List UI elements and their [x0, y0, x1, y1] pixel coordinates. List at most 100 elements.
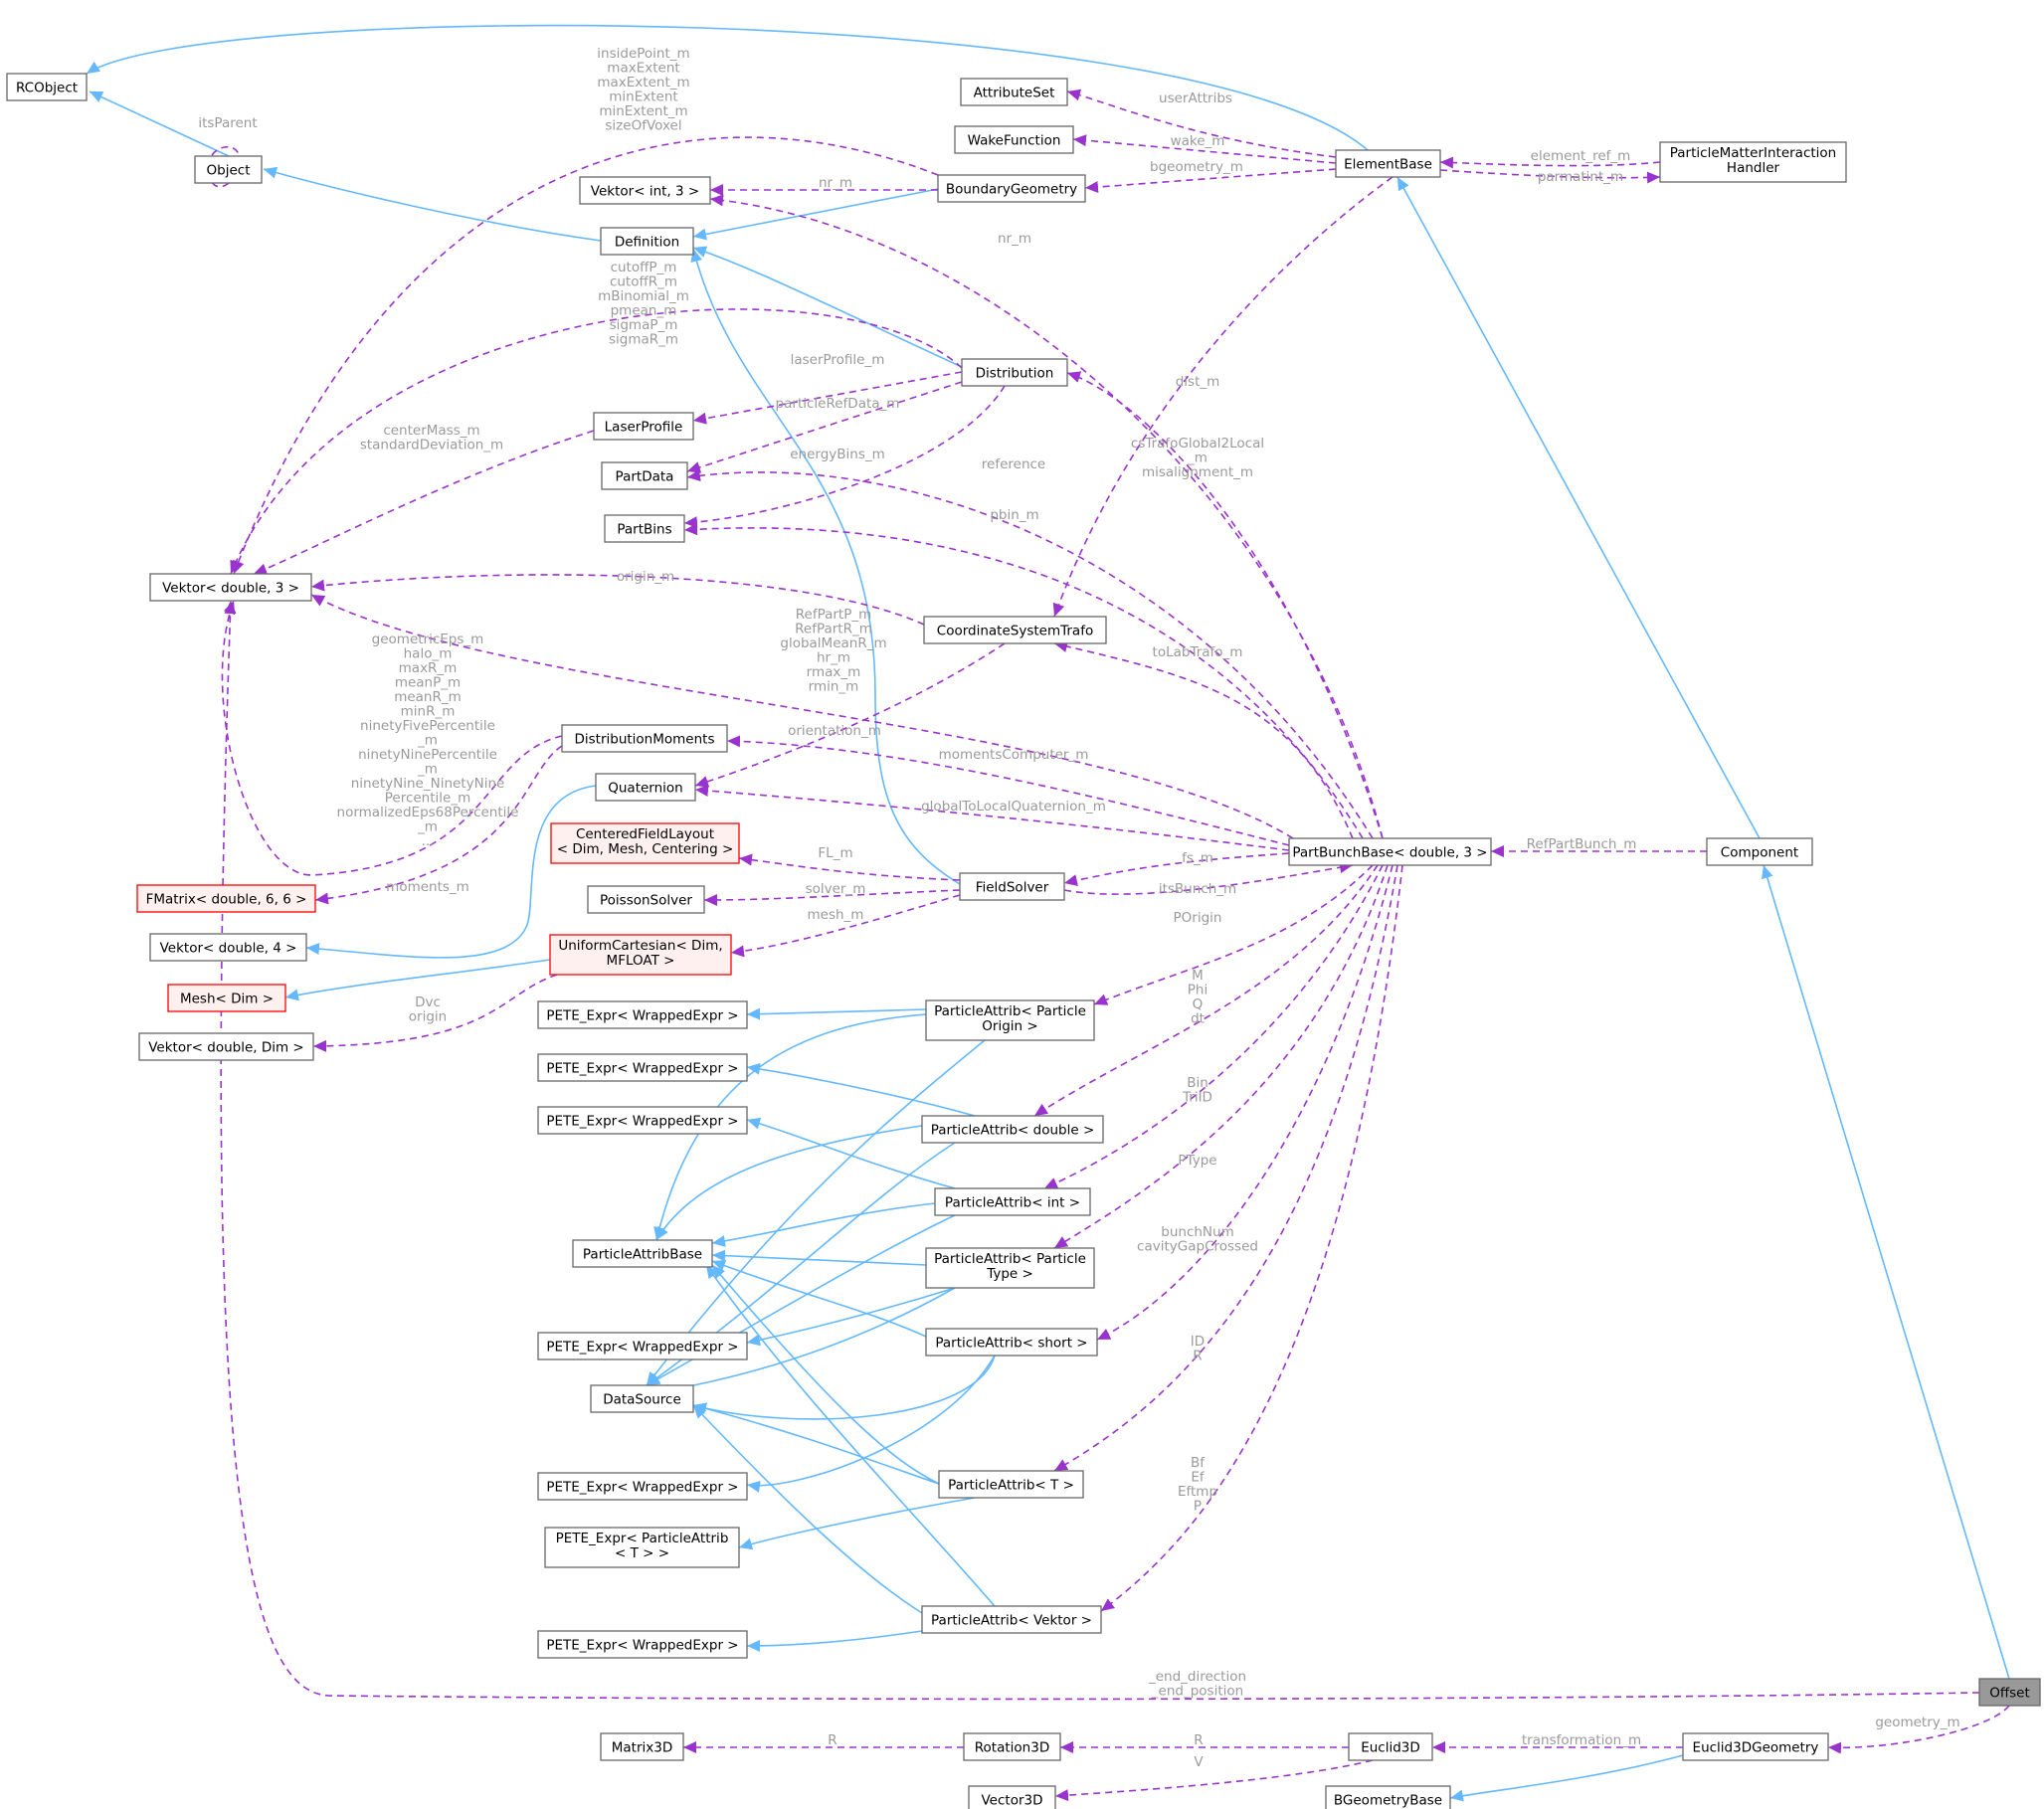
node-pashort[interactable]: ParticleAttrib< short > [925, 1328, 1098, 1357]
node-box [968, 1785, 1056, 1809]
node-pete3[interactable]: PETE_Expr< WrappedExpr > [537, 1106, 748, 1135]
node-padouble[interactable]: ParticleAttrib< double > [921, 1115, 1104, 1144]
node-matrix3-d[interactable]: Matrix3D [600, 1732, 684, 1761]
node-rcobject[interactable]: RCObject [6, 73, 88, 101]
node-box [550, 822, 740, 864]
node-pete2[interactable]: PETE_Expr< WrappedExpr > [537, 1053, 748, 1082]
node-part-data[interactable]: PartData [601, 461, 688, 490]
inheritance-edge-64 [711, 1264, 940, 1485]
inheritance-edge-14 [692, 246, 963, 368]
node-distribution[interactable]: Distribution [961, 358, 1068, 387]
node-pete6[interactable]: PETE_Expr< WrappedExpr > [537, 1630, 748, 1659]
node-box [959, 872, 1065, 901]
node-definition[interactable]: Definition [600, 227, 694, 256]
node-box [549, 934, 732, 976]
node-pete4[interactable]: PETE_Expr< WrappedExpr > [537, 1332, 748, 1360]
node-fmatrix[interactable]: FMatrix< double, 6, 6 > [136, 884, 316, 913]
node-vektor-int3[interactable]: Vektor< int, 3 > [579, 176, 711, 205]
node-paint[interactable]: ParticleAttrib< int > [934, 1187, 1091, 1216]
node-offset[interactable]: Offset [1978, 1678, 2041, 1707]
node-box [961, 358, 1068, 387]
node-label: < T > > [615, 1545, 669, 1561]
node-attribute-set[interactable]: AttributeSet [960, 78, 1068, 106]
node-data-source[interactable]: DataSource [590, 1384, 694, 1413]
node-vektor-double4[interactable]: Vektor< double, 4 > [149, 933, 307, 962]
node-mesh-dim[interactable]: Mesh< Dim > [167, 984, 286, 1012]
node-label: ParticleAttrib< short > [935, 1336, 1087, 1352]
edge-label-v-euc: V [1194, 1754, 1204, 1770]
node-centered-field-layout[interactable]: CenteredFieldLayout< Dim, Mesh, Centerin… [550, 822, 740, 864]
node-particle-attrib-base[interactable]: ParticleAttribBase [572, 1239, 713, 1268]
node-box [149, 933, 307, 962]
edge-label-transformation-m: transformation_m [1522, 1732, 1641, 1748]
node-field-solver[interactable]: FieldSolver [959, 872, 1065, 901]
node-boundary-geometry[interactable]: BoundaryGeometry [937, 174, 1086, 203]
edge-label-pbin-m: pbin_m [990, 507, 1038, 523]
node-rotation3-d[interactable]: Rotation3D [963, 1732, 1061, 1761]
node-euclid3-dgeometry[interactable]: Euclid3DGeometry [1682, 1732, 1829, 1761]
node-petepat[interactable]: PETE_Expr< ParticleAttrib< T > > [544, 1527, 740, 1568]
node-uniform-cartesian[interactable]: UniformCartesian< Dim,MFLOAT > [549, 934, 732, 976]
node-part-bins[interactable]: PartBins [604, 514, 685, 543]
node-euclid3-d[interactable]: Euclid3D [1348, 1732, 1433, 1761]
node-box [544, 1527, 740, 1568]
usage-edge-41 [1093, 864, 1374, 1005]
usage-edge-45 [1096, 864, 1394, 1341]
node-label: ParticleMatterInteraction [1670, 145, 1836, 161]
node-vektor-double3[interactable]: Vektor< double, 3 > [149, 573, 312, 602]
node-quaternion[interactable]: Quaternion [595, 773, 696, 802]
node-wake-function[interactable]: WakeFunction [954, 125, 1074, 154]
node-distribution-moments[interactable]: DistributionMoments [561, 724, 728, 753]
edge-label-dist-m: dist_m [1176, 374, 1220, 390]
usage-edge-22 [686, 469, 1374, 839]
node-label: Origin > [982, 1018, 1037, 1034]
inheritance-edge-4 [692, 188, 939, 241]
node-part-bunch-base[interactable]: PartBunchBase< double, 3 > [1288, 837, 1492, 866]
node-label: < Dim, Mesh, Centering > [557, 841, 734, 857]
node-pavektor[interactable]: ParticleAttrib< Vektor > [921, 1605, 1102, 1634]
usage-edge-19 [683, 385, 1006, 529]
node-poisson-solver[interactable]: PoissonSolver [587, 885, 705, 914]
node-box [1978, 1678, 2041, 1707]
edge-label-its-bunch-m: itsBunch_m [1159, 881, 1236, 897]
node-vektor-double-dim[interactable]: Vektor< double, Dim > [138, 1032, 314, 1061]
node-label: PETE_Expr< WrappedExpr > [546, 1638, 738, 1654]
node-element-base[interactable]: ElementBase [1335, 149, 1441, 178]
edge-label-geometry-m: geometry_m [1875, 1715, 1959, 1730]
node-coordinate-system-trafo[interactable]: CoordinateSystemTrafo [923, 616, 1107, 644]
usage-edge-37 [730, 894, 961, 958]
node-pat[interactable]: ParticleAttrib< T > [938, 1470, 1084, 1499]
node-label: ParticleAttrib< Particle [934, 1251, 1086, 1267]
node-box [923, 616, 1107, 644]
usage-edge-26 [310, 594, 1294, 839]
node-laser-profile[interactable]: LaserProfile [593, 412, 694, 441]
node-bgeometry-base[interactable]: BGeometryBase [1325, 1785, 1451, 1809]
node-label: ParticleAttrib< double > [931, 1123, 1095, 1139]
usage-edge-44 [1053, 864, 1389, 1249]
node-label: CoordinateSystemTrafo [937, 624, 1093, 639]
edge-label-its-parent: itsParent [198, 115, 257, 131]
node-label: Vektor< int, 3 > [591, 184, 699, 200]
inheritance-edge-60 [711, 1260, 927, 1338]
edge-label-energy-bins-m: energyBins_m [790, 447, 885, 462]
node-box [537, 1106, 748, 1135]
node-pete5[interactable]: PETE_Expr< WrappedExpr > [537, 1472, 748, 1501]
edge-label-parmatint-m: parmatint_m [1538, 169, 1623, 185]
node-vector3-d[interactable]: Vector3D [968, 1785, 1056, 1809]
node-label: Vektor< double, 4 > [160, 941, 297, 957]
usage-edge-20 [253, 430, 595, 576]
node-component[interactable]: Component [1706, 837, 1813, 866]
node-box [537, 1472, 748, 1501]
node-pete1[interactable]: PETE_Expr< WrappedExpr > [537, 1000, 748, 1029]
node-object[interactable]: Object [194, 155, 263, 184]
node-label: BoundaryGeometry [946, 182, 1077, 198]
